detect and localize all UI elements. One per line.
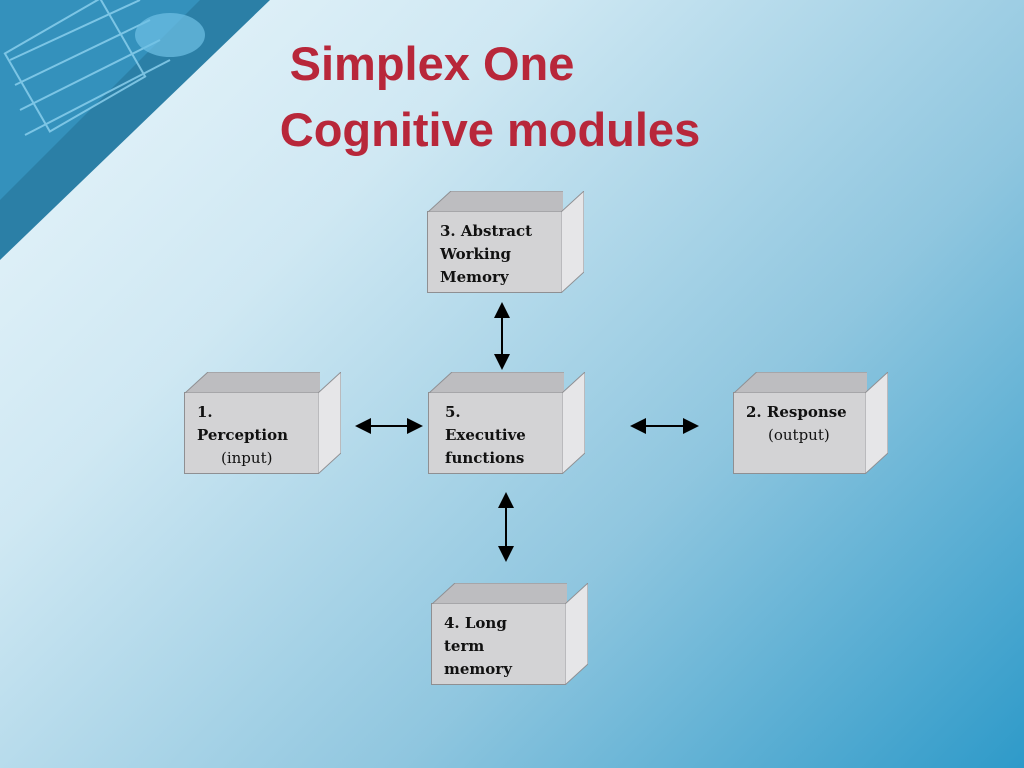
module-label-line: Perception: [197, 426, 289, 444]
box-top-face: [432, 583, 567, 604]
box-side-face: [318, 372, 341, 474]
module-label-line: Working: [440, 245, 512, 263]
module-perception: 1. Perception (input): [184, 372, 341, 474]
box-side-face: [561, 191, 584, 293]
module-executive-functions: 5. Executive functions: [428, 372, 585, 474]
module-label-line: 4. Long: [444, 614, 507, 632]
module-long-term-memory: 4. Long term memory: [431, 583, 588, 685]
box-side-face: [565, 583, 588, 685]
module-abstract-working-memory: 3. Abstract Working Memory: [427, 191, 584, 293]
module-label-line: 2. Response: [746, 403, 847, 421]
module-response: 2. Response (output): [733, 372, 888, 474]
module-sublabel: (input): [221, 449, 273, 467]
box-top-face: [428, 191, 563, 212]
title-line-1: Simplex One: [289, 37, 575, 90]
box-top-face: [734, 372, 867, 393]
corner-keyboard-graphic: [0, 0, 270, 260]
box-top-face: [185, 372, 320, 393]
box-side-face: [562, 372, 585, 474]
module-label-line: 5.: [445, 403, 461, 421]
module-label-line: 3. Abstract: [440, 222, 533, 240]
module-label-line: Memory: [440, 268, 509, 286]
module-label-line: 1.: [197, 403, 213, 421]
module-label-line: memory: [444, 660, 512, 678]
module-label-line: functions: [445, 449, 525, 467]
box-side-face: [865, 372, 888, 474]
module-label-line: Executive: [445, 426, 526, 444]
module-sublabel: (output): [768, 426, 830, 444]
title-line-2: Cognitive modules: [279, 103, 701, 156]
module-label-line: term: [444, 637, 485, 655]
box-top-face: [429, 372, 564, 393]
